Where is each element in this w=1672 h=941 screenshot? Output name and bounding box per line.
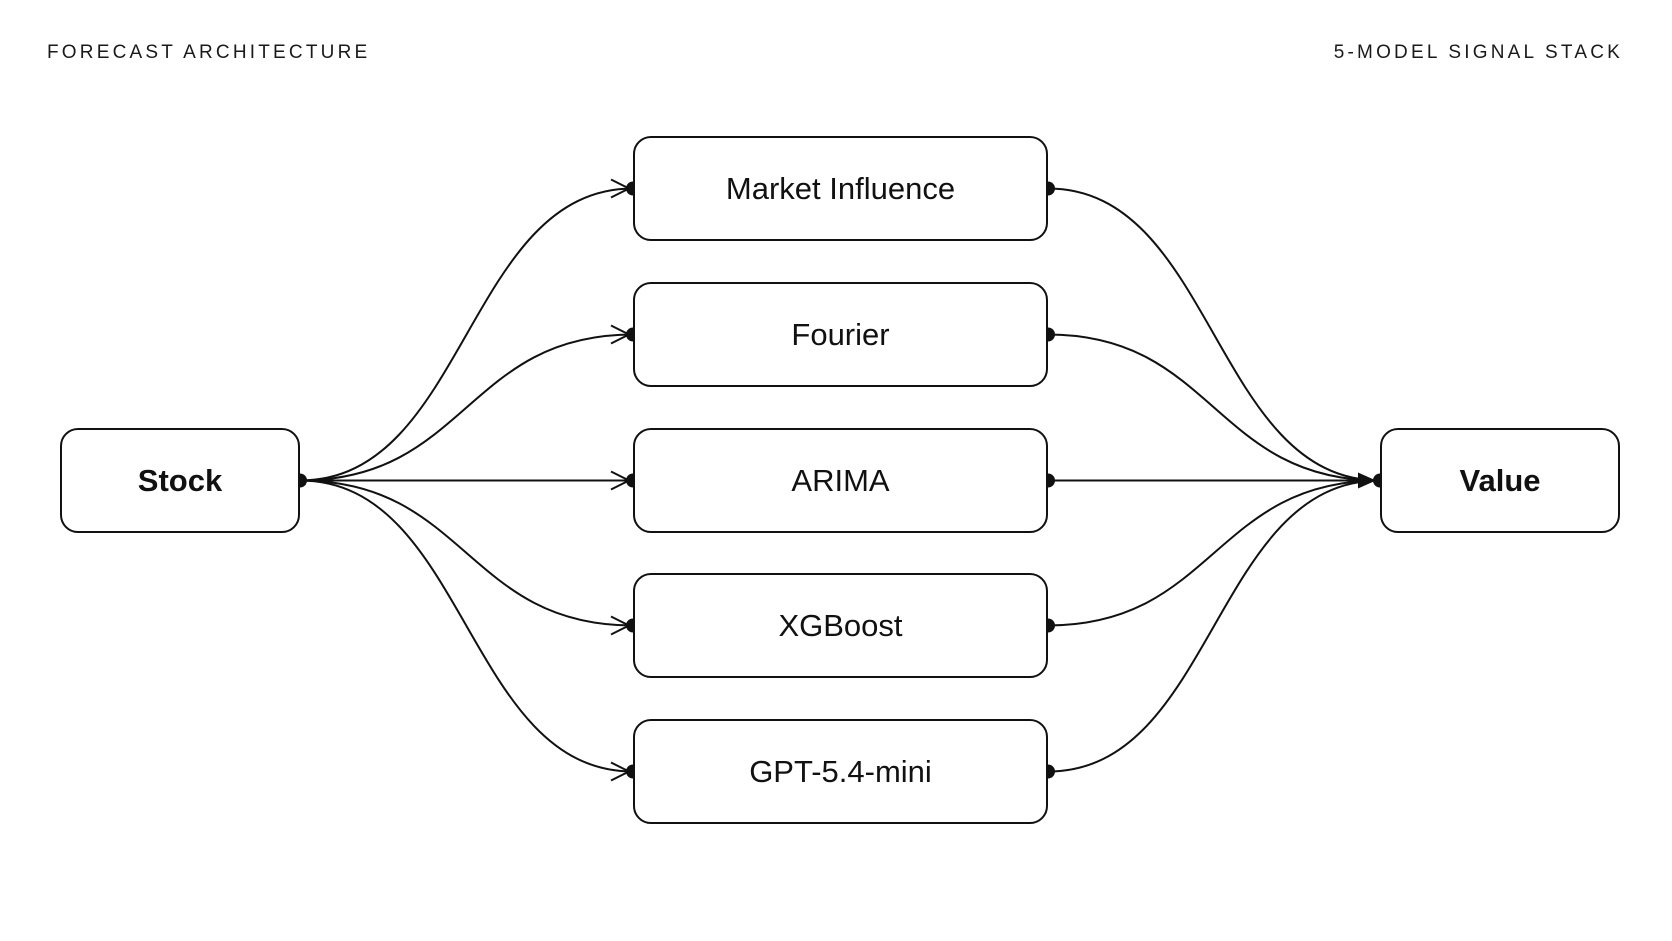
node-fourier[interactable]: Fourier: [633, 282, 1048, 387]
edge-stock-to-market-influence: [299, 187, 634, 482]
header-right-title: 5-MODEL SIGNAL STACK: [1333, 42, 1623, 63]
node-value[interactable]: Value: [1380, 428, 1620, 533]
edge-fourier-to-value: [1047, 333, 1381, 482]
edge-stock-to-gpt-5-4-mini: [299, 479, 634, 773]
edge-stock-to-xgboost: [299, 479, 634, 627]
edge-market-influence-to-value: [1047, 187, 1381, 482]
node-stock[interactable]: Stock: [60, 428, 300, 533]
header-left-title: FORECAST ARCHITECTURE: [47, 42, 371, 63]
node-xgboost[interactable]: XGBoost: [633, 573, 1048, 678]
node-arima[interactable]: ARIMA: [633, 428, 1048, 533]
node-gpt-mini[interactable]: GPT-5.4-mini: [633, 719, 1048, 824]
edge-xgboost-to-value: [1047, 479, 1381, 627]
node-market-influence[interactable]: Market Influence: [633, 136, 1048, 241]
arrowhead-value-input: [1358, 472, 1376, 489]
edge-gpt-5-4-mini-to-value: [1047, 479, 1381, 773]
edge-stock-to-fourier: [299, 333, 634, 482]
